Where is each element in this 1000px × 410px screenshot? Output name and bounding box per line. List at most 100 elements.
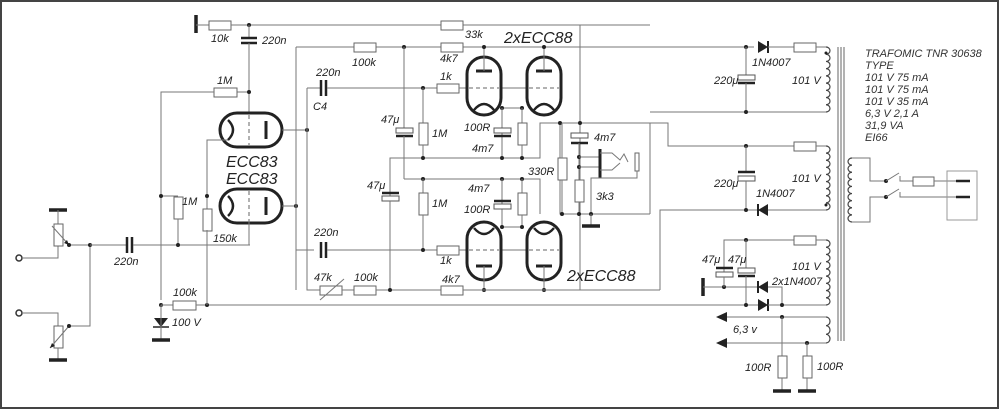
power-switch-1 [885, 172, 900, 182]
heater-arrow-2 [716, 338, 727, 348]
label-c-220n-input: 220n [113, 256, 138, 268]
label-1n4007-mid: 1N4007 [756, 188, 795, 200]
winding [825, 145, 831, 211]
label-33k: 33k [465, 29, 483, 41]
resistor-100R-h2 [802, 355, 813, 379]
transformer-secondary [825, 46, 831, 344]
capacitor-4m7-out [570, 132, 589, 139]
label-4k7-top: 4k7 [440, 53, 459, 65]
label-100k-zener: 100k [173, 287, 197, 299]
label-1n4007-top: 1N4007 [752, 57, 791, 69]
resistor-1M-top [418, 122, 429, 146]
resistor-1M-bot [418, 192, 429, 216]
winding [825, 316, 831, 344]
label-1M-bot: 1M [432, 198, 448, 210]
label-1M-top: 1M [432, 128, 448, 140]
label-2x1n4007: 2x1N4007 [771, 276, 823, 288]
label-2xecc88-top: 2xECC88 [503, 30, 573, 47]
label-1M-grid: 1M [182, 196, 198, 208]
winding [825, 239, 831, 306]
capacitor-47u-mid [381, 195, 400, 202]
label-100k-bot: 100k [354, 272, 378, 284]
label-330R: 330R [528, 166, 554, 178]
label-4m7-top: 4m7 [472, 143, 494, 155]
capacitor-4m7-top [493, 127, 512, 134]
label-220n-bot: 220n [313, 227, 338, 239]
diode-pair-b [758, 299, 768, 311]
label-100R-h2: 100R [817, 361, 843, 373]
fuse-bot [793, 235, 817, 246]
label-47k: 47k [314, 272, 332, 284]
input-terminal-1 [15, 254, 23, 262]
resistor-10k [208, 20, 232, 31]
label-220n-c4: 220n [315, 67, 340, 79]
transformer-spec-line: EI66 [865, 132, 889, 144]
label-zener-100v: 100 V [172, 317, 202, 329]
label-101v-mid: 101 V [792, 173, 822, 185]
capacitor-47u-b [737, 267, 756, 274]
resistor-100R-bot [517, 192, 528, 216]
power-switch-2 [885, 188, 900, 198]
tube-ecc83-bottom [218, 187, 284, 225]
label-100R-top: 100R [464, 122, 490, 134]
label-heater: 6,3 v [733, 324, 758, 336]
capacitor-47u-top [395, 127, 414, 134]
label-47u-a: 47μ [702, 254, 720, 266]
resistor-330R [557, 157, 568, 181]
power-supply: 1N4007 220μ 101 V 220μ 101 V 1N4007 [580, 41, 978, 393]
resistor-150k [202, 208, 213, 232]
transformer-primary [847, 157, 853, 223]
winding [847, 157, 853, 223]
label-47u-mid: 47μ [367, 180, 385, 192]
input-section: 220n [15, 208, 250, 362]
resistor-1M-feedback [213, 87, 238, 98]
tube-ecc83-top [218, 111, 284, 149]
label-100R-bot: 100R [464, 204, 490, 216]
volume-pot-1 [53, 223, 64, 247]
resistor-100k-zener [172, 300, 197, 311]
capacitor-4m7-bot [493, 203, 512, 210]
resistor-100k-top [353, 42, 377, 53]
label-101v-bot: 101 V [792, 261, 822, 273]
resistor-4k7-bot [440, 285, 464, 296]
diode-1n4007-top [758, 41, 768, 53]
label-220n-top: 220n [261, 35, 286, 47]
heater-arrow-1 [716, 312, 727, 322]
label-3k3: 3k3 [596, 191, 615, 203]
resistor-3k3 [574, 179, 585, 203]
label-4m7-bot: 4m7 [468, 183, 490, 195]
transformer-spec-line: 101 V 75 mA [865, 84, 929, 96]
volume-pot-2 [53, 325, 64, 349]
diode-pair-a [758, 281, 768, 293]
ecc88-stage: 100k 33k 4k7 2xECC88 220n C4 1k [295, 20, 660, 301]
label-1k-bot: 1k [440, 255, 452, 267]
resistor-100R-top [517, 122, 528, 146]
resistor-1k-top [436, 83, 460, 94]
label-4m7-out: 4m7 [594, 132, 616, 144]
fuse-mains [912, 176, 935, 187]
label-c4: C4 [313, 101, 327, 113]
resistor-100R-h1 [777, 355, 788, 379]
label-220u-mid: 220μ [713, 178, 738, 190]
label-ecc83-bottom: ECC83 [226, 171, 278, 188]
diode-1n4007-mid [758, 204, 768, 216]
transformer-spec-line: 31,9 VA [865, 120, 904, 132]
mains-socket [946, 170, 978, 221]
transformer-spec-line: 101 V 35 mA [865, 96, 929, 108]
label-2xecc88-bot: 2xECC88 [566, 268, 636, 285]
label-1M-feedback: 1M [217, 75, 233, 87]
capacitor-47u-a [715, 271, 734, 278]
resistor-4k7-top [440, 42, 464, 53]
fuse-mid [793, 141, 817, 152]
transformer-spec-line: 101 V 75 mA [865, 72, 929, 84]
label-150k: 150k [213, 233, 237, 245]
transformer-spec-line: TRAFOMIC TNR 30638 [865, 48, 983, 60]
label-47u-top: 47μ [381, 114, 399, 126]
label-101v-top: 101 V [792, 75, 822, 87]
label-100k-top: 100k [352, 57, 376, 69]
capacitor-220u-top [737, 74, 756, 81]
